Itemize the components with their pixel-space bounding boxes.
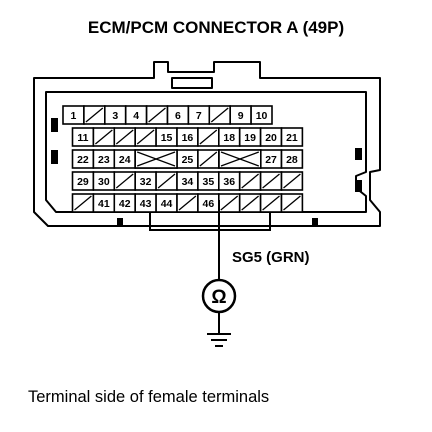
- terminal-3: 3: [104, 105, 127, 125]
- svg-text:30: 30: [98, 176, 110, 188]
- terminal-34: 34: [176, 171, 199, 191]
- terminal-23: 23: [92, 149, 116, 169]
- svg-text:43: 43: [140, 198, 152, 210]
- ohmmeter-icon: Ω: [211, 287, 226, 308]
- terminal-21: 21: [280, 127, 304, 147]
- svg-text:20: 20: [265, 132, 277, 144]
- terminal-empty: [259, 193, 283, 213]
- diagram-title: ECM/PCM CONNECTOR A (49P): [87, 18, 345, 37]
- terminal-empty: [155, 171, 178, 191]
- svg-text:36: 36: [223, 176, 235, 188]
- connector-bracket: [149, 212, 271, 231]
- terminal-empty: [83, 105, 106, 125]
- terminal-24: 24: [113, 149, 137, 169]
- terminal-empty: [134, 127, 157, 147]
- terminal-empty: [218, 193, 241, 213]
- svg-text:4: 4: [133, 110, 139, 122]
- diagram-caption: Terminal side of female terminals: [28, 388, 270, 406]
- ground-icon: [207, 333, 231, 347]
- terminal-empty: [197, 149, 220, 169]
- terminal-16: 16: [176, 127, 199, 147]
- terminal-empty: [176, 193, 199, 213]
- terminal-empty: [71, 193, 95, 213]
- svg-text:42: 42: [119, 198, 131, 210]
- svg-text:22: 22: [77, 154, 89, 166]
- svg-text:10: 10: [256, 110, 268, 122]
- terminal-41: 41: [92, 193, 116, 213]
- blank-cavity-x: [218, 149, 262, 169]
- right-tab-top: [355, 148, 362, 160]
- terminal-29: 29: [71, 171, 95, 191]
- bottom-post-right: [312, 218, 318, 226]
- left-tab-bottom: [51, 150, 58, 164]
- terminal-empty: [113, 171, 137, 191]
- terminal-7: 7: [187, 105, 211, 125]
- blank-cavity-x: [134, 149, 178, 169]
- terminal-empty: [197, 127, 220, 147]
- terminal-10: 10: [250, 105, 273, 125]
- svg-text:23: 23: [98, 154, 110, 166]
- svg-text:25: 25: [182, 154, 194, 166]
- terminal-46: 46: [197, 193, 220, 213]
- svg-text:34: 34: [182, 176, 194, 188]
- terminal-18: 18: [218, 127, 241, 147]
- svg-text:9: 9: [238, 110, 244, 122]
- terminal-43: 43: [134, 193, 157, 213]
- terminal-empty: [208, 105, 232, 125]
- terminal-1: 1: [62, 105, 85, 125]
- terminal-42: 42: [113, 193, 137, 213]
- terminal-empty: [92, 127, 116, 147]
- terminal-empty: [238, 193, 262, 213]
- terminal-4: 4: [124, 105, 148, 125]
- terminal-empty: [113, 127, 137, 147]
- svg-text:29: 29: [77, 176, 89, 188]
- svg-text:46: 46: [203, 198, 215, 210]
- svg-text:21: 21: [286, 132, 298, 144]
- svg-text:3: 3: [112, 110, 118, 122]
- bottom-post-left: [117, 218, 123, 226]
- right-tab-bottom: [355, 180, 362, 192]
- terminal-19: 19: [238, 127, 262, 147]
- terminal-grid: 1346791011151618192021222324252627282930…: [62, 105, 304, 213]
- svg-text:7: 7: [196, 110, 202, 122]
- terminal-25: 25: [176, 149, 199, 169]
- svg-text:35: 35: [203, 176, 215, 188]
- terminal-20: 20: [259, 127, 283, 147]
- terminal-11: 11: [71, 127, 95, 147]
- terminal-35: 35: [197, 171, 220, 191]
- terminal-empty: [280, 193, 304, 213]
- svg-text:6: 6: [175, 110, 181, 122]
- terminal-empty: [259, 171, 283, 191]
- terminal-27: 27: [259, 149, 283, 169]
- terminal-36: 36: [218, 171, 241, 191]
- svg-text:41: 41: [98, 198, 110, 210]
- terminal-15: 15: [155, 127, 178, 147]
- terminal-44: 44: [155, 193, 178, 213]
- svg-text:1: 1: [71, 110, 77, 122]
- svg-text:15: 15: [161, 132, 173, 144]
- svg-text:27: 27: [265, 154, 277, 166]
- svg-text:16: 16: [182, 132, 194, 144]
- wire-label: SG5 (GRN): [232, 249, 310, 266]
- terminal-9: 9: [229, 105, 252, 125]
- terminal-28: 28: [280, 149, 304, 169]
- svg-text:11: 11: [77, 132, 88, 144]
- terminal-empty: [145, 105, 169, 125]
- svg-text:18: 18: [223, 132, 235, 144]
- terminal-32: 32: [134, 171, 157, 191]
- terminal-empty: [280, 171, 304, 191]
- terminal-empty: [238, 171, 262, 191]
- terminal-6: 6: [166, 105, 190, 125]
- svg-text:24: 24: [119, 154, 131, 166]
- svg-text:19: 19: [244, 132, 256, 144]
- terminal-22: 22: [71, 149, 95, 169]
- svg-text:44: 44: [161, 198, 173, 210]
- svg-text:32: 32: [140, 176, 152, 188]
- terminal-30: 30: [92, 171, 116, 191]
- left-tab-top: [51, 118, 58, 132]
- svg-text:28: 28: [286, 154, 298, 166]
